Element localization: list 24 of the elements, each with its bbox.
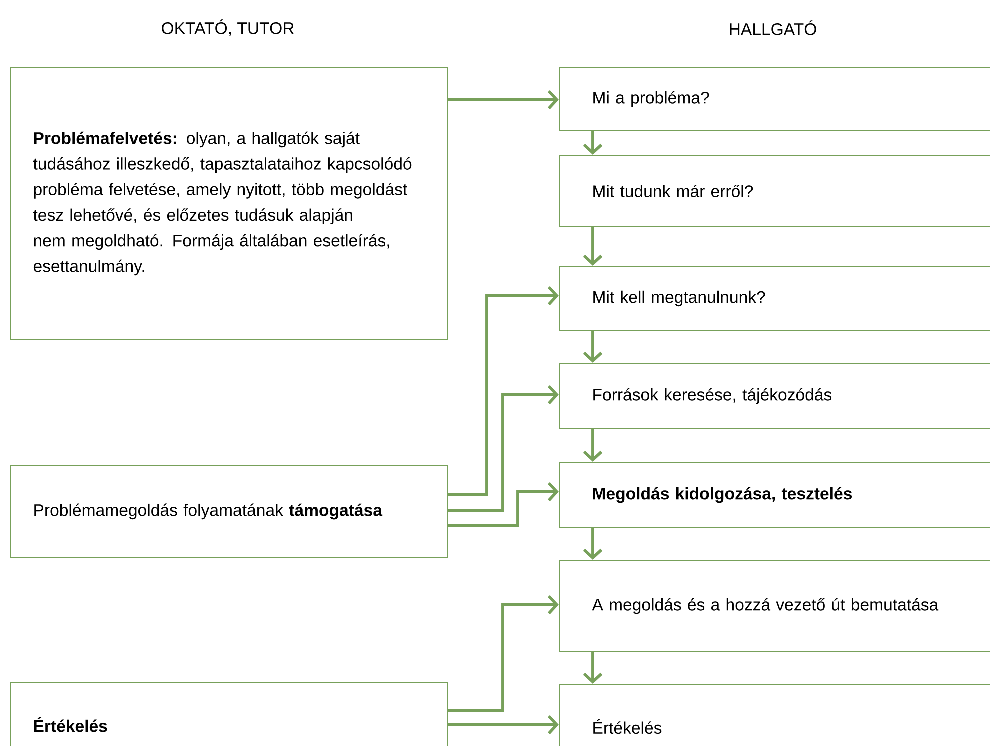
- process-box: Problémafelvetés: olyan, a hallgatók saját tudásához illeszkedő, tapasztalataihoz kapcsolódó probléma felvetése, amely nyitott, több megoldást tesz lehetővé, és előzetes tudásuk alapján nem megoldható. Formája általában esetleírás, esettanulmány.: [10, 67, 448, 340]
- process-box: A megoldás és a hozzá vezető út bemutatása: [559, 560, 990, 652]
- arrow: [448, 385, 559, 512]
- column-heading: OKTATÓ, TUTOR: [162, 20, 294, 36]
- process-box: Mit tudunk már erről?: [559, 155, 990, 228]
- process-box: Problémamegoldás folyamatának támogatása: [10, 465, 448, 558]
- arrow: [583, 429, 603, 462]
- arrow: [583, 331, 603, 363]
- arrow: [448, 715, 559, 735]
- process-box: Források keresése, tájékozódás: [559, 363, 990, 430]
- column-heading: HALLGATÓ: [730, 20, 816, 36]
- arrow: [583, 528, 603, 560]
- arrow: [448, 286, 559, 496]
- process-box: Mi a probléma?: [559, 67, 990, 132]
- process-box: Értékelés: [559, 684, 990, 746]
- arrow: [583, 227, 603, 266]
- arrow: [583, 131, 603, 155]
- arrow: [583, 652, 603, 684]
- arrow: [448, 90, 559, 110]
- process-box: Értékelés: [10, 682, 448, 746]
- arrow: [448, 595, 559, 712]
- process-box: Mit kell megtanulnunk?: [559, 266, 990, 332]
- process-box: Megoldás kidolgozása, tesztelés: [559, 462, 990, 528]
- arrow: [448, 482, 559, 528]
